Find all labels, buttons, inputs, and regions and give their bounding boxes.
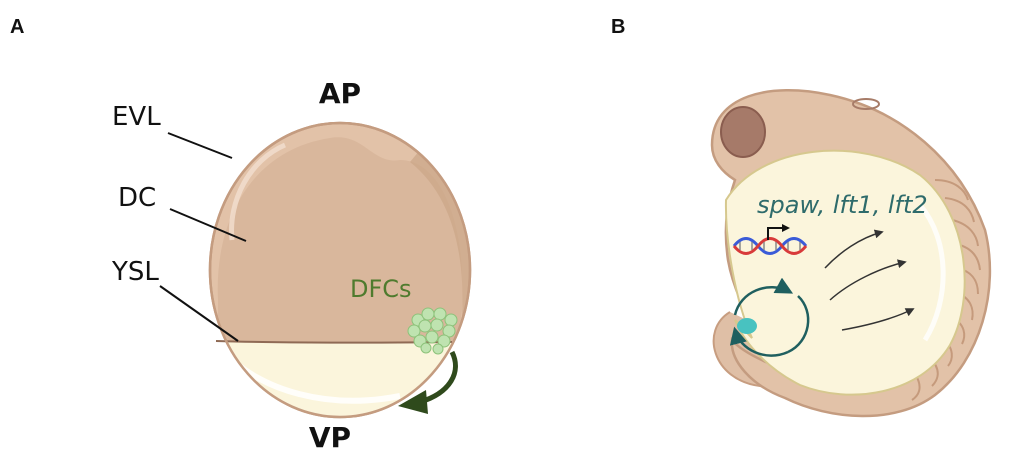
evl-leader-line: [168, 133, 232, 158]
dc-label: DC: [118, 183, 156, 213]
vegetal-pole-label: VP: [309, 421, 351, 450]
gene-names-label: spaw, lft1, lft2: [757, 191, 928, 219]
panel-b-letter: B: [611, 16, 625, 38]
panel-a-letter: A: [10, 16, 24, 38]
panel-a: A AP VP EVL DC YSL: [10, 16, 480, 450]
eye: [721, 107, 765, 157]
animal-pole-label: AP: [319, 77, 361, 110]
evl-label: EVL: [112, 102, 161, 132]
panel-b: B: [611, 16, 990, 416]
ysl-label: YSL: [111, 257, 159, 287]
embryo-sphere: [200, 123, 480, 430]
embryo-yolk: [726, 151, 965, 395]
dfcs-label: DFCs: [350, 275, 412, 303]
embryo-somite-stage: [712, 90, 990, 416]
